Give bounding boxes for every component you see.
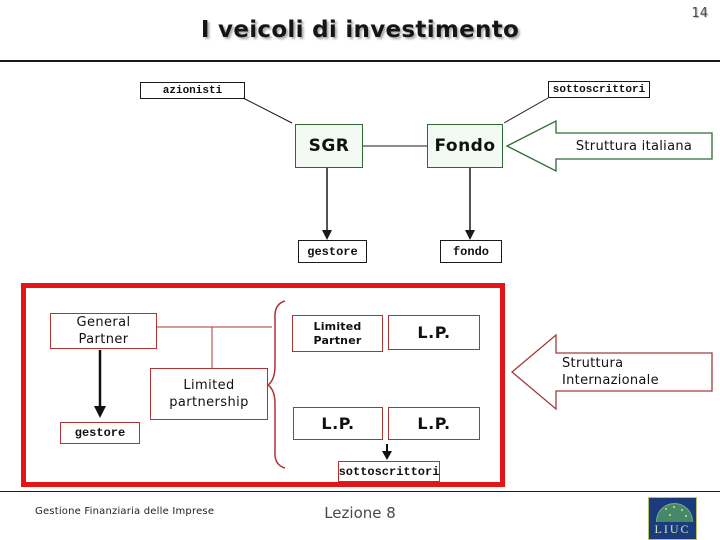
slide-title: I veicoli di investimento — [200, 17, 520, 43]
general-partner-box: General Partner — [50, 313, 157, 349]
sottoscrittori-red-box: sottoscrittori — [338, 461, 440, 482]
sgr-box: SGR — [295, 124, 363, 168]
fondo-small-box: fondo — [440, 240, 502, 263]
lesson-number: Lezione 8 — [324, 504, 396, 522]
struttura-italiana-label: Struttura italiana — [575, 138, 693, 154]
title-divider — [0, 60, 720, 62]
footer-divider — [0, 491, 720, 492]
course-name: Gestione Finanziaria delle Imprese — [35, 506, 215, 517]
fondo-box: Fondo — [427, 124, 503, 168]
lp-bottom-right-box: L.P. — [388, 407, 480, 440]
azionisti-sgr-line — [242, 97, 293, 124]
sottoscrittori-fondo-line — [503, 97, 549, 124]
struttura-internazionale-label: Struttura Internazionale — [562, 356, 659, 388]
arrowhead-gestore — [322, 230, 332, 240]
arrowhead-fondo — [465, 230, 475, 240]
lp-top-box: L.P. — [388, 315, 480, 350]
limited-partner-box: Limited Partner — [292, 315, 383, 352]
logo-text: LIUC — [654, 522, 691, 536]
gestore-top-box: gestore — [298, 240, 367, 263]
limited-partnership-box: Limited partnership — [150, 368, 268, 420]
page-number: 14 — [691, 6, 708, 21]
lp-bottom-left-box: L.P. — [293, 407, 383, 440]
liuc-logo: LIUC — [648, 497, 697, 540]
azionisti-box: azionisti — [140, 82, 245, 99]
dome-icon — [656, 503, 693, 522]
sottoscrittori-top-box: sottoscrittori — [548, 81, 650, 98]
gestore-red-box: gestore — [60, 422, 140, 444]
